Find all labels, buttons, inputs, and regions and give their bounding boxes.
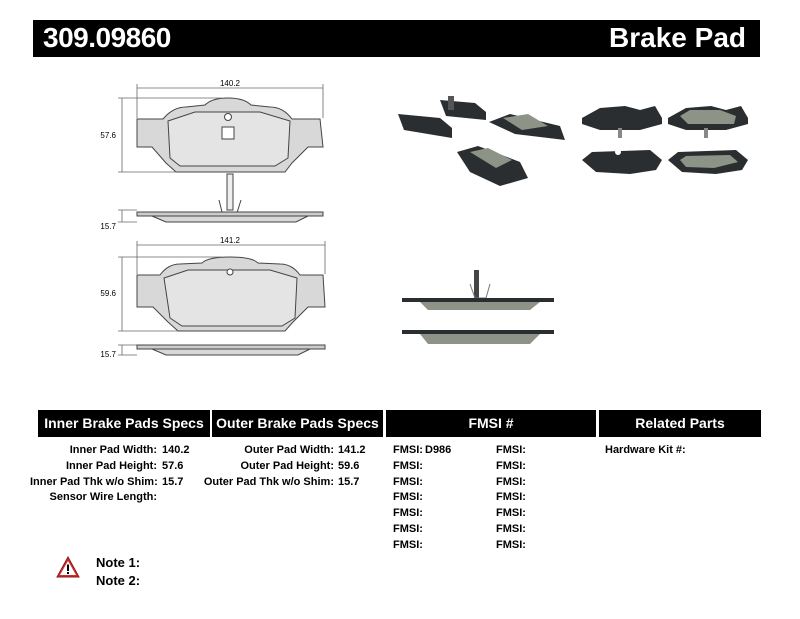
fmsi-label: FMSI:	[496, 523, 526, 535]
fmsi-label: FMSI:	[496, 444, 526, 456]
outer-thickness-label: Outer Pad Thk w/o Shim:	[203, 476, 334, 488]
fmsi-header: FMSI #	[386, 410, 596, 437]
pad-photo-angled	[398, 96, 565, 186]
inner-thickness-dim: 15.7	[100, 222, 116, 231]
fmsi-label: FMSI:	[393, 523, 423, 535]
fmsi-label: FMSI:	[393, 444, 423, 456]
inner-pad-front-view	[136, 97, 324, 173]
outer-width-label: Outer Pad Width:	[244, 444, 334, 456]
outer-height-label: Outer Pad Height:	[240, 460, 334, 472]
fmsi-label: FMSI:	[496, 460, 526, 472]
inner-height-value: 57.6	[162, 460, 184, 472]
fmsi-label: FMSI:	[393, 491, 423, 503]
fmsi-label: FMSI:	[496, 507, 526, 519]
outer-pad-front-view	[136, 256, 326, 332]
pad-photo-side	[402, 270, 554, 344]
sensor-wire-label: Sensor Wire Length:	[49, 491, 157, 503]
header-bar: 309.09860 Brake Pad	[33, 20, 760, 57]
fmsi-label: FMSI:	[393, 539, 423, 551]
fmsi-label: FMSI:	[496, 539, 526, 551]
related-parts-header: Related Parts	[599, 410, 761, 437]
pad-drawing: 140.2 57.6 15.7 141.2 59.6 15.7	[100, 79, 748, 359]
inner-thickness-value: 15.7	[162, 476, 184, 488]
fmsi-label: FMSI:	[393, 476, 423, 488]
inner-specs-header: Inner Brake Pads Specs	[38, 410, 210, 437]
outer-width-dim: 141.2	[220, 236, 241, 245]
outer-thickness-value: 15.7	[338, 476, 360, 488]
outer-thickness-dim: 15.7	[100, 350, 116, 359]
fmsi-value: D986	[425, 444, 452, 456]
inner-height-label: Inner Pad Height:	[65, 460, 157, 472]
warning-triangle-icon	[56, 556, 80, 578]
pad-photo-flat	[582, 106, 748, 174]
fmsi-label: FMSI:	[393, 460, 423, 472]
fmsi-label: FMSI:	[496, 491, 526, 503]
hardware-kit-label: Hardware Kit #:	[605, 444, 686, 456]
note-2-label: Note 2:	[96, 573, 141, 588]
inner-pad-side-view	[136, 173, 324, 223]
outer-pad-side-view	[136, 344, 326, 356]
inner-thickness-label: Inner Pad Thk w/o Shim:	[30, 476, 158, 488]
inner-width-dim: 140.2	[220, 79, 241, 88]
outer-width-value: 141.2	[338, 444, 366, 456]
outer-specs-header: Outer Brake Pads Specs	[212, 410, 383, 437]
fmsi-label: FMSI:	[496, 476, 526, 488]
outer-height-value: 59.6	[338, 460, 360, 472]
inner-dimension-lines	[118, 84, 324, 223]
part-number: 309.09860	[43, 22, 171, 53]
note-1-label: Note 1:	[96, 555, 141, 570]
product-type: Brake Pad	[609, 22, 746, 53]
inner-height-dim: 57.6	[100, 131, 116, 140]
fmsi-label: FMSI:	[393, 507, 423, 519]
inner-width-label: Inner Pad Width:	[69, 444, 157, 456]
outer-dimension-lines	[118, 241, 326, 356]
outer-height-dim: 59.6	[100, 289, 116, 298]
inner-width-value: 140.2	[162, 444, 190, 456]
